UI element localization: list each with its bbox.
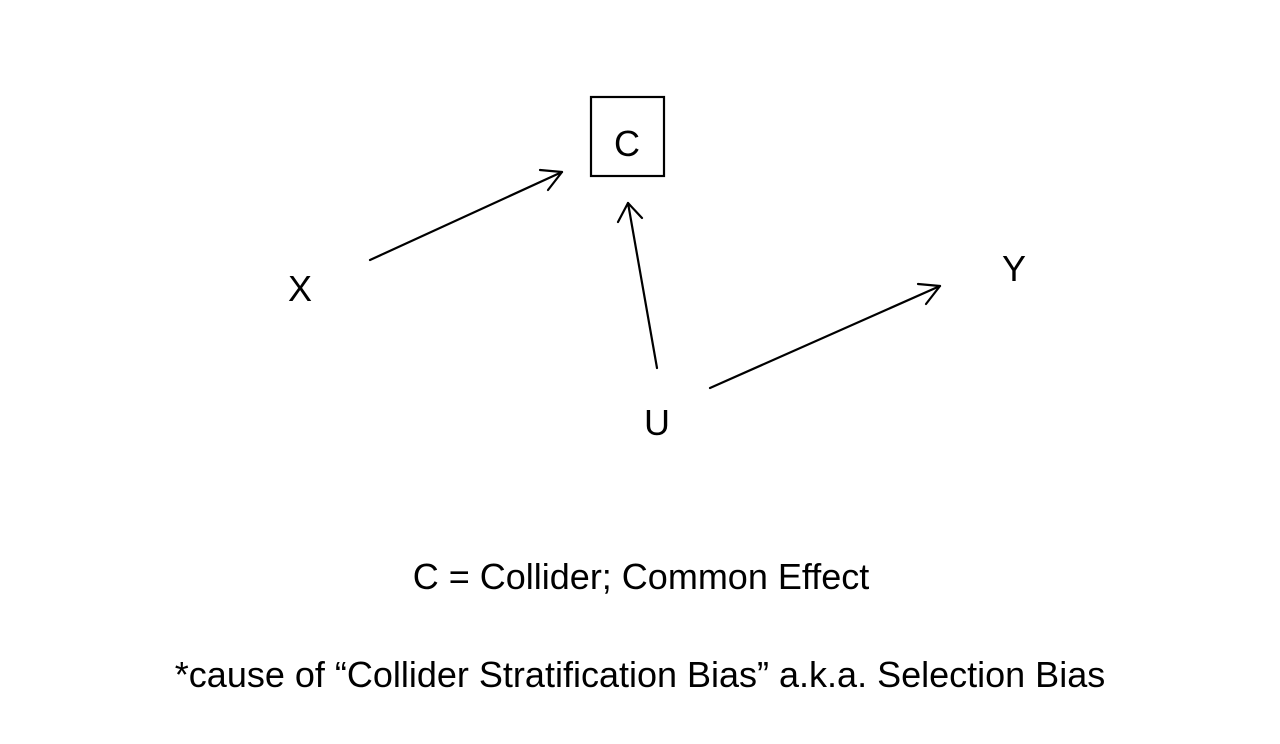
node-c: C xyxy=(589,95,666,178)
collider-box xyxy=(589,95,666,178)
edge-u-to-y xyxy=(708,282,942,390)
node-u: U xyxy=(644,402,670,443)
selection-bias-note: *cause of “Collider Stratification Bias”… xyxy=(174,654,1106,695)
arrowhead-u-to-c xyxy=(616,201,644,224)
collider-legend: C = Collider; Common Effect xyxy=(412,556,870,597)
edge-u-to-c xyxy=(616,201,659,370)
arrowhead-u-to-y xyxy=(916,282,942,306)
node-c-label: C xyxy=(614,123,640,164)
node-x-label: X xyxy=(288,268,312,309)
node-y: Y xyxy=(1002,248,1026,289)
arrowhead-x-to-c xyxy=(538,168,564,192)
node-y-label: Y xyxy=(1002,248,1026,289)
node-x: X xyxy=(288,268,312,309)
edge-x-to-c xyxy=(368,168,564,262)
node-u-label: U xyxy=(644,402,670,443)
